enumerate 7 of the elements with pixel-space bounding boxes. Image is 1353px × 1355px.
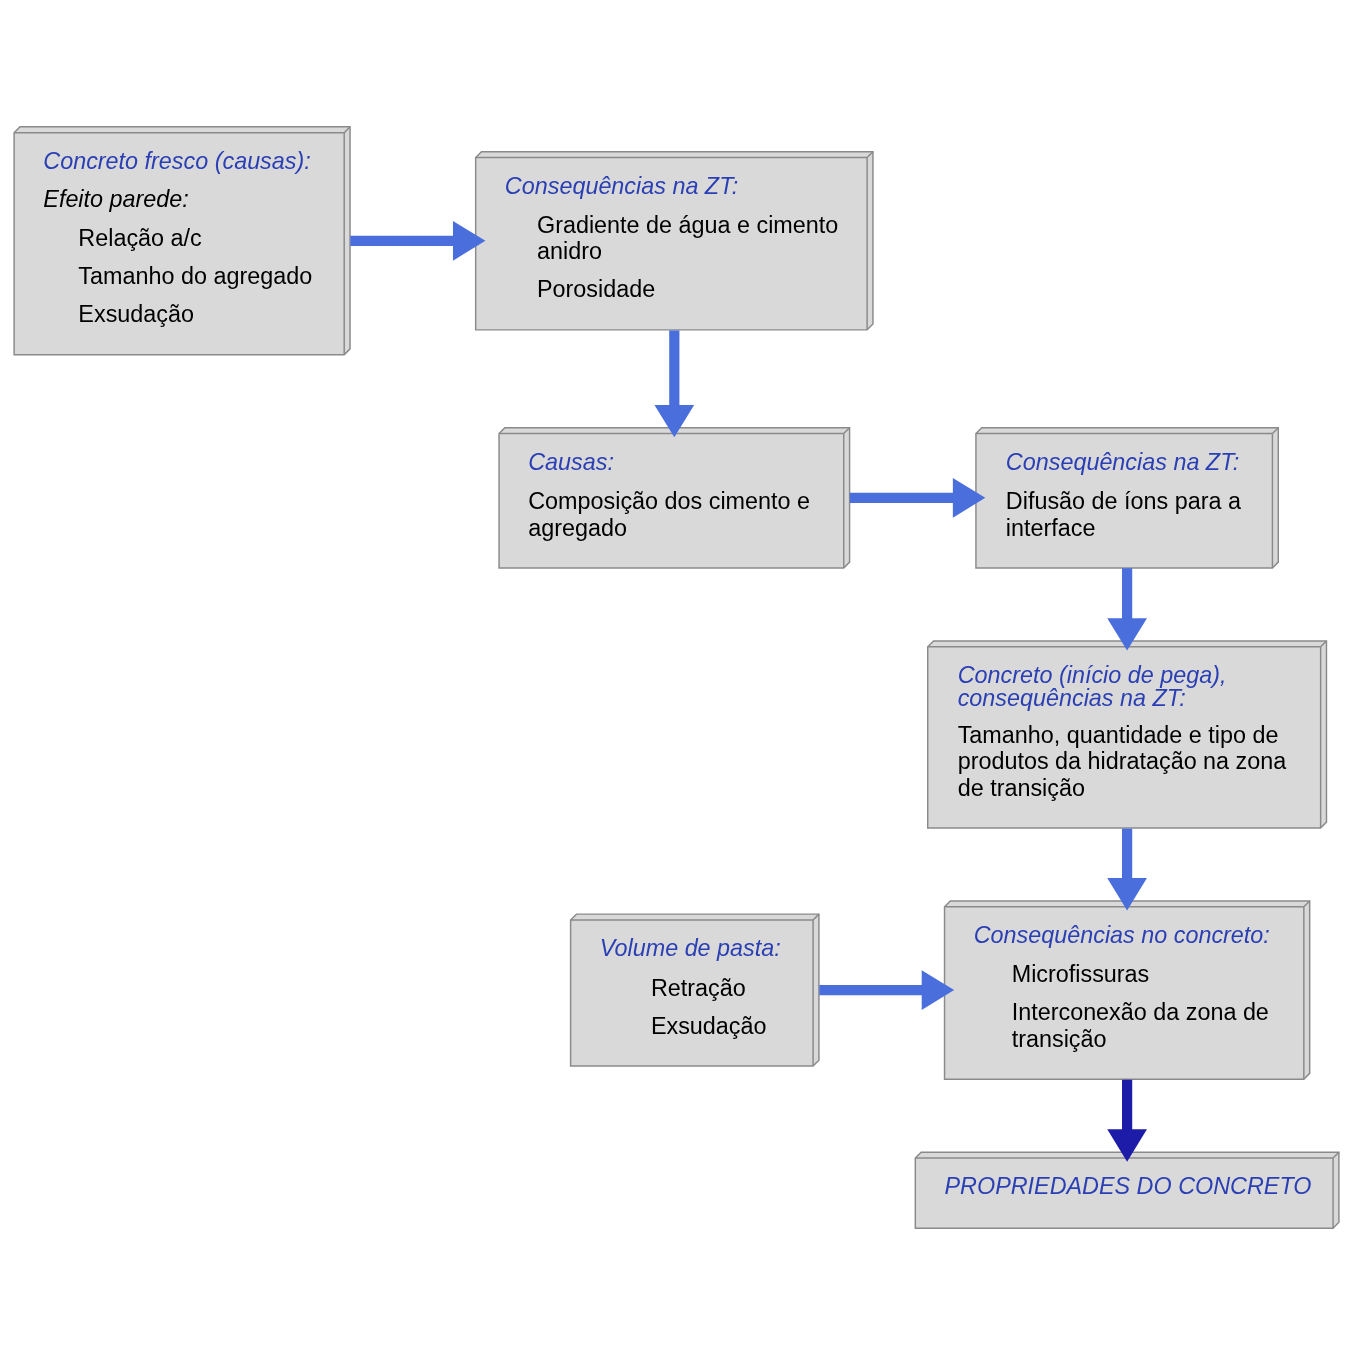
arrow xyxy=(350,220,486,261)
arrow xyxy=(654,330,695,438)
arrow xyxy=(1107,1079,1147,1162)
arrow xyxy=(849,478,986,518)
arrow xyxy=(819,970,955,1010)
arrow xyxy=(1107,568,1147,651)
arrow xyxy=(1107,828,1147,911)
